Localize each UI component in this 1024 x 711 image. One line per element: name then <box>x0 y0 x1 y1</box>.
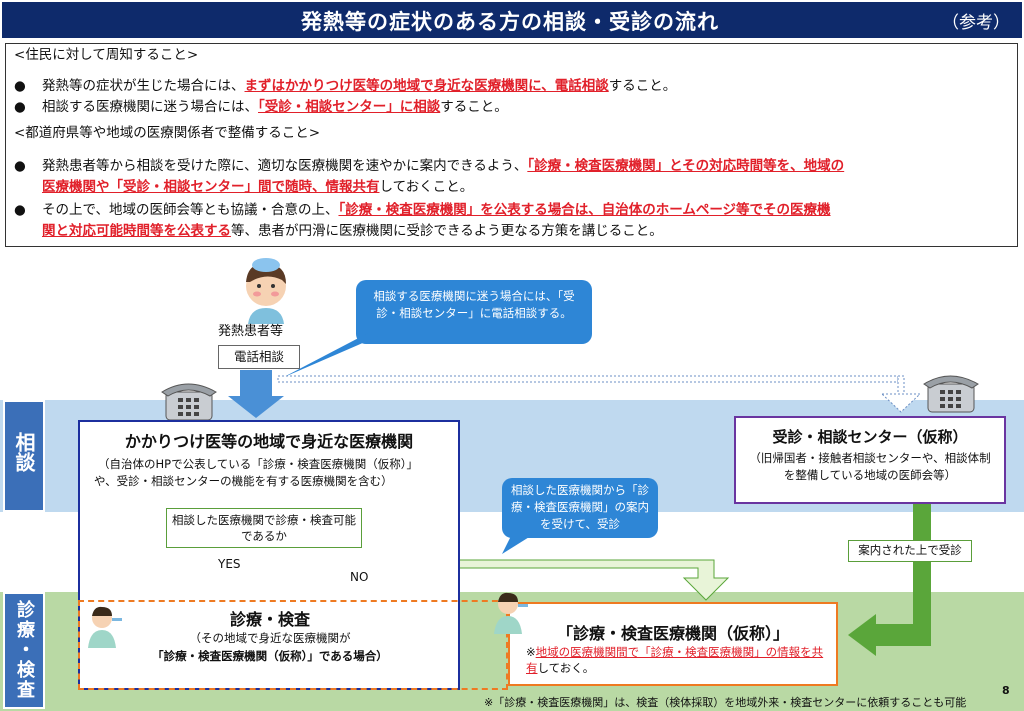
prefecture-item-1-cont: 医療機関や「受診・相談センター」間で随時、情報共有しておくこと。 <box>42 179 474 195</box>
bullet-icon: ● <box>14 158 26 174</box>
page-title: 発熱等の症状のある方の相談・受診の流れ <box>301 10 719 34</box>
clinic-sub-2: や、受診・相談センターの機能を有する医療機関を含む） <box>94 474 393 488</box>
exam-sub-1: （その地域で身近な医療機関が <box>189 631 351 645</box>
resident-item-2: ●相談する医療機関に迷う場合には、「受診・相談センター」に相談すること。 <box>14 99 508 115</box>
institution-box: 「診療・検査医療機関（仮称）」 ※地域の医療機関間で「診療・検査医療機関」の情報… <box>508 602 838 686</box>
center-box: 受診・相談センター（仮称） （旧帰国者・接触者相談センターや、相談体制を整備して… <box>734 416 1006 504</box>
callout-pointer <box>502 534 534 554</box>
prefecture-heading: <都道府県等や地域の医療関係者で整備すること> <box>14 125 321 141</box>
notice-box: <住民に対して周知すること> ●発熱等の症状が生じた場合には、まずはかかりつけ医… <box>5 43 1018 247</box>
no-label: NO <box>350 570 369 584</box>
institution-note: ※地域の医療機関間で「診療・検査医療機関」の情報を共有しておく。 <box>526 645 824 675</box>
callout-center-advice: 相談する医療機関に迷う場合には、「受診・相談センター」に電話相談する。 <box>356 280 592 344</box>
clinic-title: かかりつけ医等の地域で身近な医療機関 <box>124 432 414 451</box>
prefecture-item-2: ●その上で、地域の医師会等とも協議・合意の上、「診療・検査医療機関」を公表する場… <box>14 202 831 218</box>
reference-label: （参考） <box>942 13 1010 33</box>
phone-consult-label: 電話相談 <box>218 345 300 369</box>
bullet-icon: ● <box>14 78 26 94</box>
institution-title: 「診療・検査医療機関（仮称）」 <box>556 624 789 643</box>
doctor-icon <box>494 592 528 634</box>
page-number: 8 <box>1002 684 1010 697</box>
center-sub: （旧帰国者・接触者相談センターや、相談体制を整備している地域の医師会等） <box>749 451 991 482</box>
exam-dashed-box <box>78 600 508 690</box>
exam-sub-2: 「診療・検査医療機関（仮称）」である場合） <box>152 649 388 663</box>
yes-label: YES <box>218 557 241 571</box>
center-title: 受診・相談センター（仮称） <box>772 428 968 446</box>
title-bar <box>2 2 1022 38</box>
callout-guidance: 相談した医療機関から「診療・検査医療機関」の案内を受けて、受診 <box>502 478 658 538</box>
phone-icon <box>161 383 217 421</box>
question-box: 相談した医療機関で診療・検査可能であるか <box>166 508 362 548</box>
prefecture-item-2-cont: 関と対応可能時間等を公表する等、患者が円滑に医療機関に受診できるよう更なる方策を… <box>42 223 663 239</box>
phone-icon <box>923 375 979 413</box>
exam-title: 診療・検査 <box>229 610 310 629</box>
prefecture-item-1: ●発熱患者等から相談を受けた際に、適切な医療機関を速やかに案内できるよう、「診療… <box>14 158 845 174</box>
doctor-icon <box>88 606 122 648</box>
bullet-icon: ● <box>14 99 26 115</box>
clinic-sub-1: （自治体のHPで公表している「診療・検査医療機関（仮称）」 <box>98 457 418 471</box>
guided-label: 案内された上で受診 <box>848 540 972 562</box>
resident-item-1: ●発熱等の症状が生じた場合には、まずはかかりつけ医等の地域で身近な医療機関に、電… <box>14 78 677 94</box>
callout-pointer <box>282 332 388 378</box>
residents-heading: <住民に対して周知すること> <box>14 47 199 63</box>
patient-icon <box>246 258 286 324</box>
side-label-consult: 相談 <box>3 400 45 512</box>
footnote: ※「診療・検査医療機関」は、検査（検体採取）を地域外来・検査センターに依頼するこ… <box>484 696 967 709</box>
bullet-icon: ● <box>14 202 26 218</box>
patient-label: 発熱患者等 <box>218 324 284 339</box>
exam-box: 診療・検査 （その地域で身近な医療機関が 「診療・検査医療機関（仮称）」である場… <box>86 602 454 686</box>
side-label-exam: 診療・検査 <box>3 592 45 709</box>
